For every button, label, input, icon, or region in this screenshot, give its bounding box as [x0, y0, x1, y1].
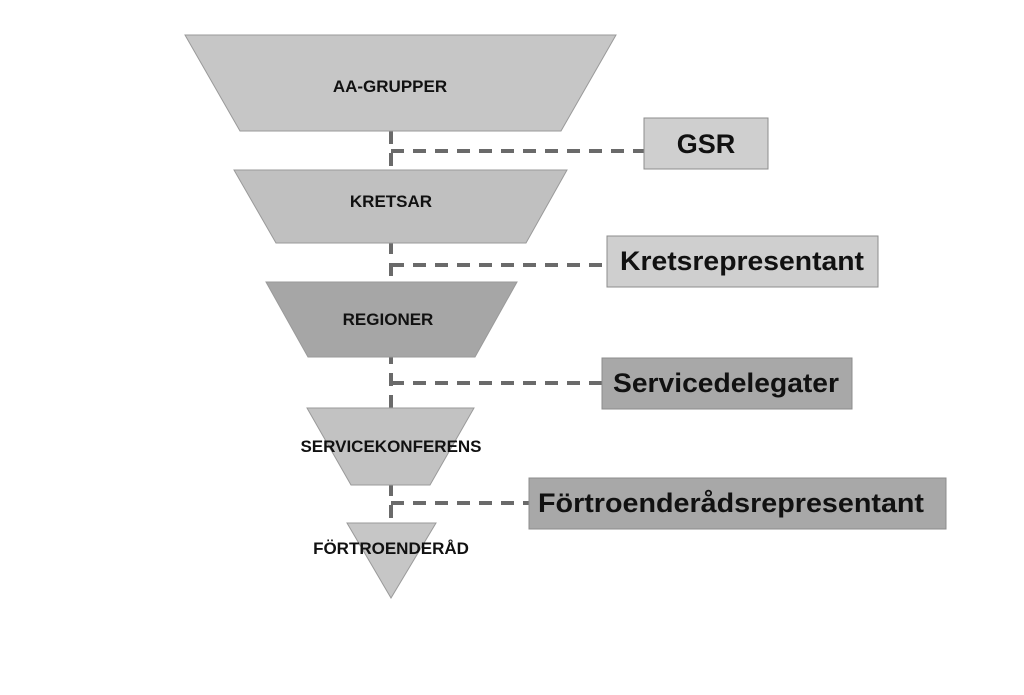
role-box-fortroenderadsrepresentant [528, 477, 947, 530]
role-label-kretsrepresentant: Kretsrepresentant [620, 246, 864, 276]
level-kretsar: KRETSAR [233, 169, 568, 244]
role-fortroenderadsrepresentant: Förtroenderådsrepresentant [528, 477, 947, 530]
level-shape-servicekonferens [306, 407, 475, 486]
level-shape-aa-grupper [184, 34, 617, 132]
role-box-gsr [643, 117, 769, 170]
level-shape-fortroenderad [346, 522, 437, 599]
level-label-servicekonferens: SERVICEKONFERENS [300, 437, 481, 456]
role-label-servicedelegater: Servicedelegater [613, 368, 840, 398]
role-label-gsr: GSR [677, 129, 736, 159]
role-box-kretsrepresentant [606, 235, 879, 288]
level-label-kretsar: KRETSAR [350, 192, 432, 211]
role-kretsrepresentant: Kretsrepresentant [606, 235, 879, 288]
level-servicekonferens: SERVICEKONFERENS [300, 407, 482, 486]
level-label-regioner: REGIONER [343, 310, 434, 329]
level-regioner: REGIONER [265, 281, 518, 358]
level-label-fortroenderad: FÖRTROENDERÅD [313, 539, 469, 558]
role-gsr: GSR [643, 117, 769, 170]
level-label-aa-grupper: AA-GRUPPER [333, 77, 447, 96]
level-aa-grupper: AA-GRUPPER [184, 34, 617, 132]
role-label-fortroenderadsrepresentant: Förtroenderådsrepresentant [538, 488, 924, 518]
level-shape-regioner [265, 281, 518, 358]
level-shape-kretsar [233, 169, 568, 244]
role-servicedelegater: Servicedelegater [601, 357, 853, 410]
role-box-servicedelegater [601, 357, 853, 410]
level-fortroenderad: FÖRTROENDERÅD [313, 522, 469, 599]
